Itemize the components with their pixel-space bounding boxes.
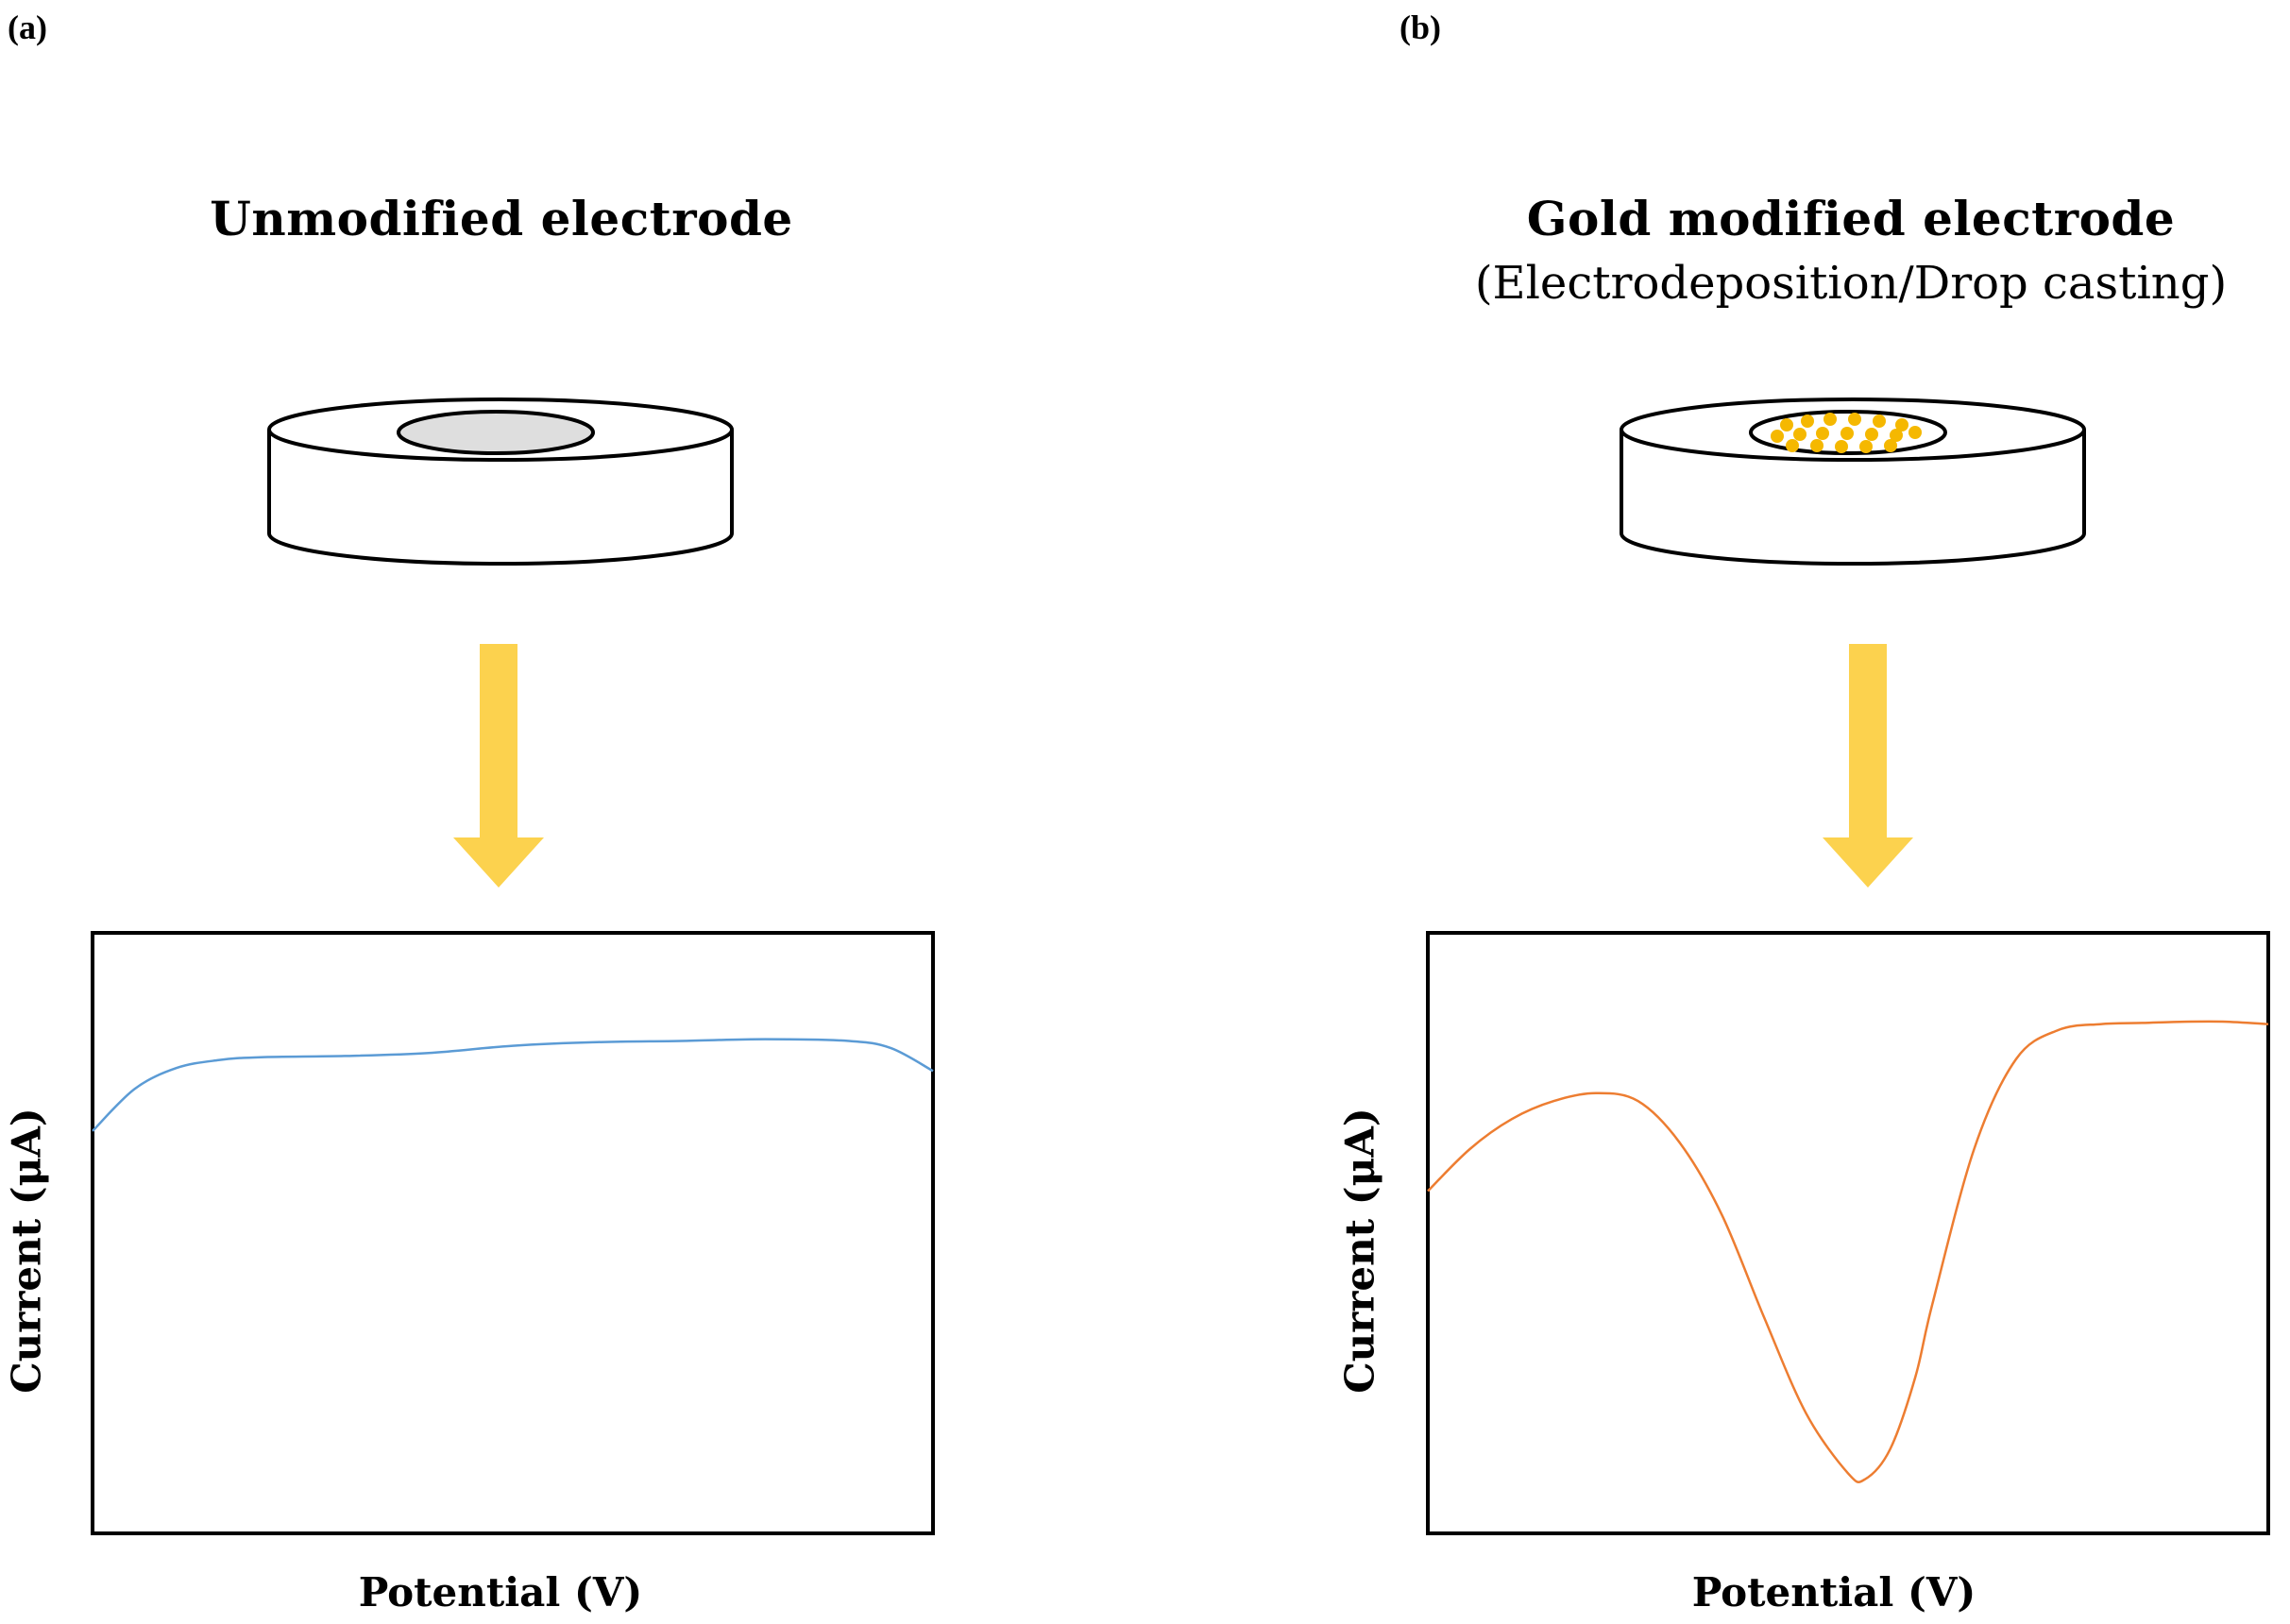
gold-particle bbox=[1848, 413, 1861, 426]
electrode-surface bbox=[397, 410, 595, 455]
electrode-diagram bbox=[1620, 398, 2086, 566]
arrow-shape bbox=[453, 644, 544, 888]
chart-b bbox=[1426, 931, 2270, 1535]
series-line bbox=[92, 1038, 934, 1132]
panel-label: (a) bbox=[8, 8, 47, 46]
gold-particle bbox=[1780, 418, 1793, 431]
arrow-shape bbox=[1823, 644, 1913, 888]
electrode-body bbox=[1620, 430, 2086, 566]
down-arrow bbox=[1823, 644, 1913, 888]
gold-particle bbox=[1840, 427, 1854, 440]
gold-particle bbox=[1865, 428, 1878, 441]
gold-particle bbox=[1801, 414, 1814, 428]
chart-frame bbox=[1426, 931, 2270, 1535]
y-axis-label: Current (μA) bbox=[1336, 1108, 1383, 1394]
gold-particle bbox=[1824, 413, 1837, 426]
electrode-diagram bbox=[267, 398, 734, 566]
y-axis-label: Current (μA) bbox=[3, 1108, 50, 1394]
gold-particle bbox=[1816, 427, 1829, 440]
chart-a bbox=[91, 931, 935, 1535]
gold-particle bbox=[1793, 428, 1807, 441]
gold-particle bbox=[1810, 439, 1824, 452]
chart-frame bbox=[91, 931, 935, 1535]
x-axis-label: Potential (V) bbox=[358, 1569, 643, 1616]
gold-particle bbox=[1771, 430, 1784, 443]
x-axis-label: Potential (V) bbox=[1691, 1569, 1976, 1616]
gold-particle bbox=[1873, 414, 1886, 428]
gold-particle bbox=[1859, 440, 1873, 453]
gold-particle bbox=[1890, 429, 1903, 442]
panel-label: (b) bbox=[1399, 8, 1441, 46]
gold-nanoparticles bbox=[1771, 413, 1922, 453]
down-arrow bbox=[453, 644, 544, 888]
panel-title: Gold modified electrode bbox=[1526, 191, 2176, 246]
electrode-body bbox=[267, 430, 734, 566]
gold-particle bbox=[1884, 439, 1897, 452]
panel-title: Unmodified electrode bbox=[210, 191, 793, 246]
gold-particle bbox=[1835, 440, 1848, 453]
panel-subtitle: (Electrodeposition/Drop casting) bbox=[1474, 257, 2228, 310]
gold-particle bbox=[1786, 439, 1799, 452]
panel-b: (b) Gold modified electrode (Electrodepo… bbox=[1145, 0, 2290, 1624]
gold-particle bbox=[1908, 426, 1922, 439]
panel-a: (a) Unmodified electrode Current (μA) Po… bbox=[3, 8, 935, 1616]
series-line bbox=[1427, 1020, 2269, 1483]
gold-particle bbox=[1895, 418, 1908, 431]
